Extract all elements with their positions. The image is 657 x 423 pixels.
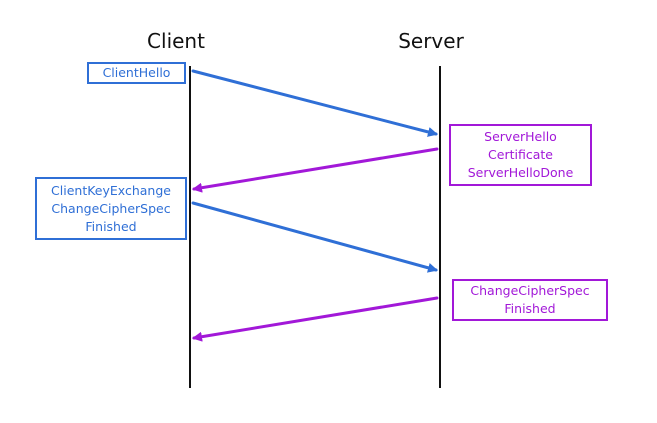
- server-change-cipher-spec-box: ChangeCipherSpec Finished: [452, 279, 608, 321]
- server-change-cipher-spec-line: ChangeCipherSpec: [470, 283, 590, 298]
- server-label: Server: [398, 29, 464, 53]
- server-hello-box: ServerHello Certificate ServerHelloDone: [449, 124, 592, 186]
- arrow-client-key-exchange: [191, 201, 438, 273]
- client-hello-box: ClientHello: [87, 62, 186, 84]
- server-hello-line: ServerHello: [484, 129, 557, 144]
- client-finished-line: Finished: [85, 218, 137, 234]
- client-key-exchange-box: ClientKeyExchange ChangeCipherSpec Finis…: [35, 177, 187, 240]
- server-finished-line: Finished: [504, 301, 556, 316]
- arrow-client-hello: [191, 69, 438, 137]
- arrow-server-finished: [192, 296, 439, 342]
- certificate-line: Certificate: [488, 147, 553, 162]
- client-change-cipher-spec-line: ChangeCipherSpec: [51, 200, 171, 216]
- server-hello-done-line: ServerHelloDone: [467, 165, 574, 180]
- client-key-exchange-line: ClientKeyExchange: [51, 182, 171, 198]
- arrow-server-hello: [192, 147, 439, 193]
- client-label: Client: [147, 29, 205, 53]
- client-hello-line: ClientHello: [102, 65, 171, 80]
